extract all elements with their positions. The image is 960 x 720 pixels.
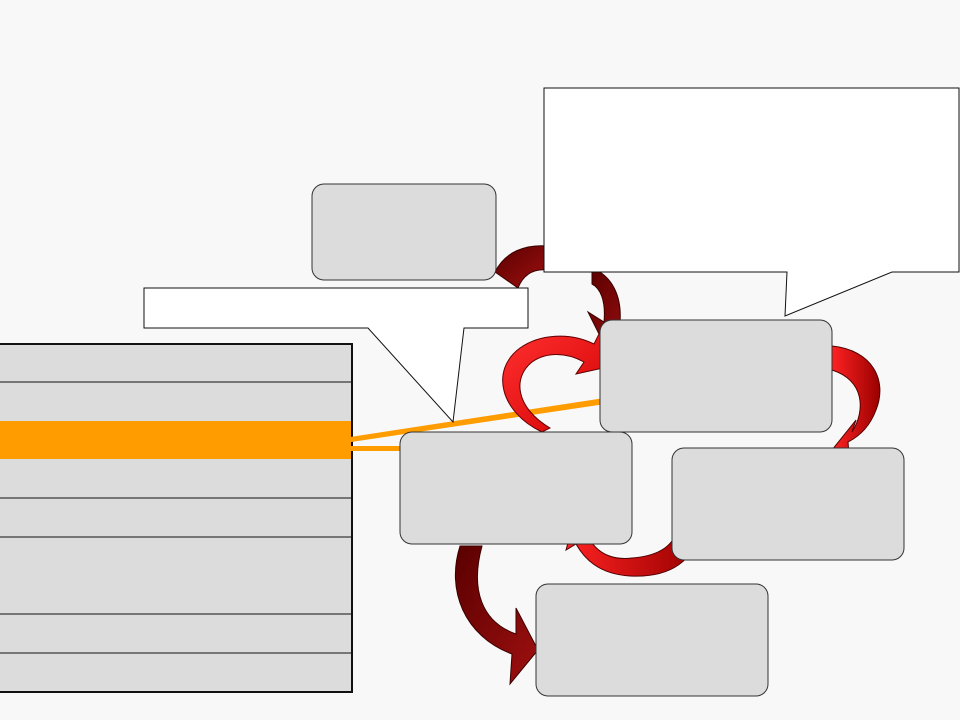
cycle-arrows (454, 245, 881, 686)
callout-small (143, 287, 529, 424)
diagram-boxes (311, 183, 905, 697)
box-right[interactable] (671, 447, 905, 561)
callout-large (543, 87, 960, 317)
row-table (0, 343, 353, 693)
arrow-left-loop (502, 330, 613, 433)
callout-small-bubble (143, 287, 529, 424)
box-upper-right[interactable] (599, 319, 833, 433)
arrow-top-left (494, 245, 549, 289)
connector-line-upper (350, 397, 612, 442)
box-bottom[interactable] (535, 583, 769, 697)
box-top-left[interactable] (311, 183, 497, 281)
arrow-bottom-loop (565, 527, 697, 577)
highlighted-table-row[interactable] (0, 421, 351, 459)
arrow-right-side (831, 345, 881, 468)
connector-line-lower (350, 446, 436, 451)
box-center[interactable] (399, 431, 633, 545)
callout-large-bubble (543, 87, 960, 317)
arrow-down-to-bottom-box (454, 545, 539, 686)
table-frame (0, 343, 353, 693)
